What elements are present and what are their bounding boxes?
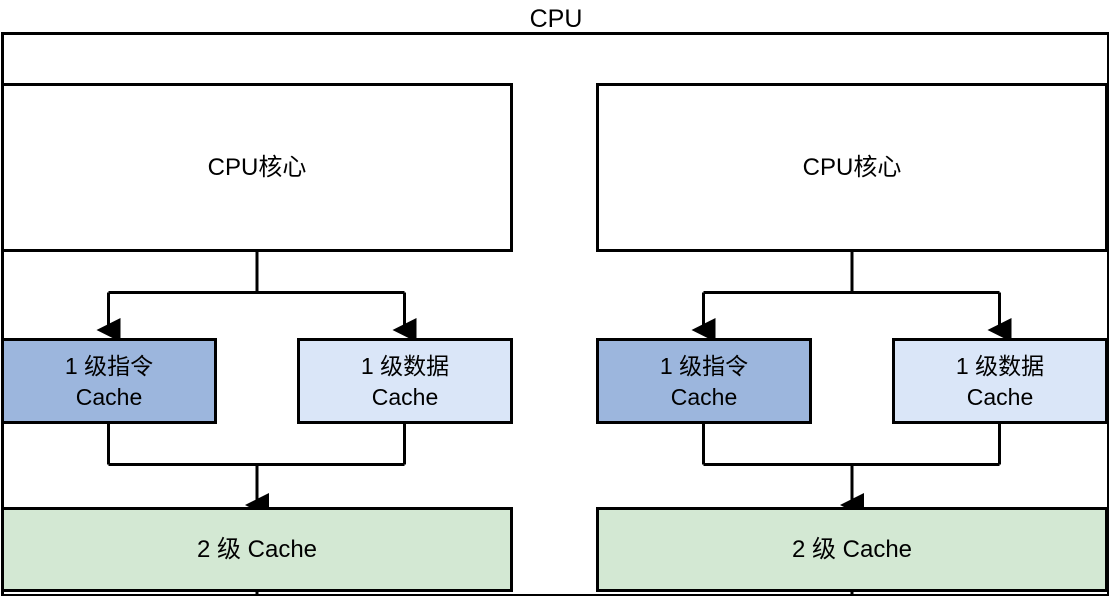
core-0-l1-data-box bbox=[297, 338, 513, 424]
core-1-l1-instruction-box bbox=[596, 338, 812, 424]
core-1-box bbox=[596, 83, 1108, 252]
core-0-l2-box bbox=[1, 507, 513, 592]
diagram-title: CPU bbox=[529, 5, 583, 33]
core-1-l1-connectors bbox=[691, 251, 1012, 343]
core-1-l2-box bbox=[596, 507, 1108, 592]
core-0-l2-connectors bbox=[107, 423, 406, 518]
core-1-l2-connectors bbox=[702, 423, 1001, 518]
core-0-l1-instruction-box bbox=[1, 338, 217, 424]
core-0-box bbox=[1, 83, 513, 252]
core-1-l1-data-box bbox=[892, 338, 1108, 424]
core-0-l1-connectors bbox=[96, 251, 417, 343]
